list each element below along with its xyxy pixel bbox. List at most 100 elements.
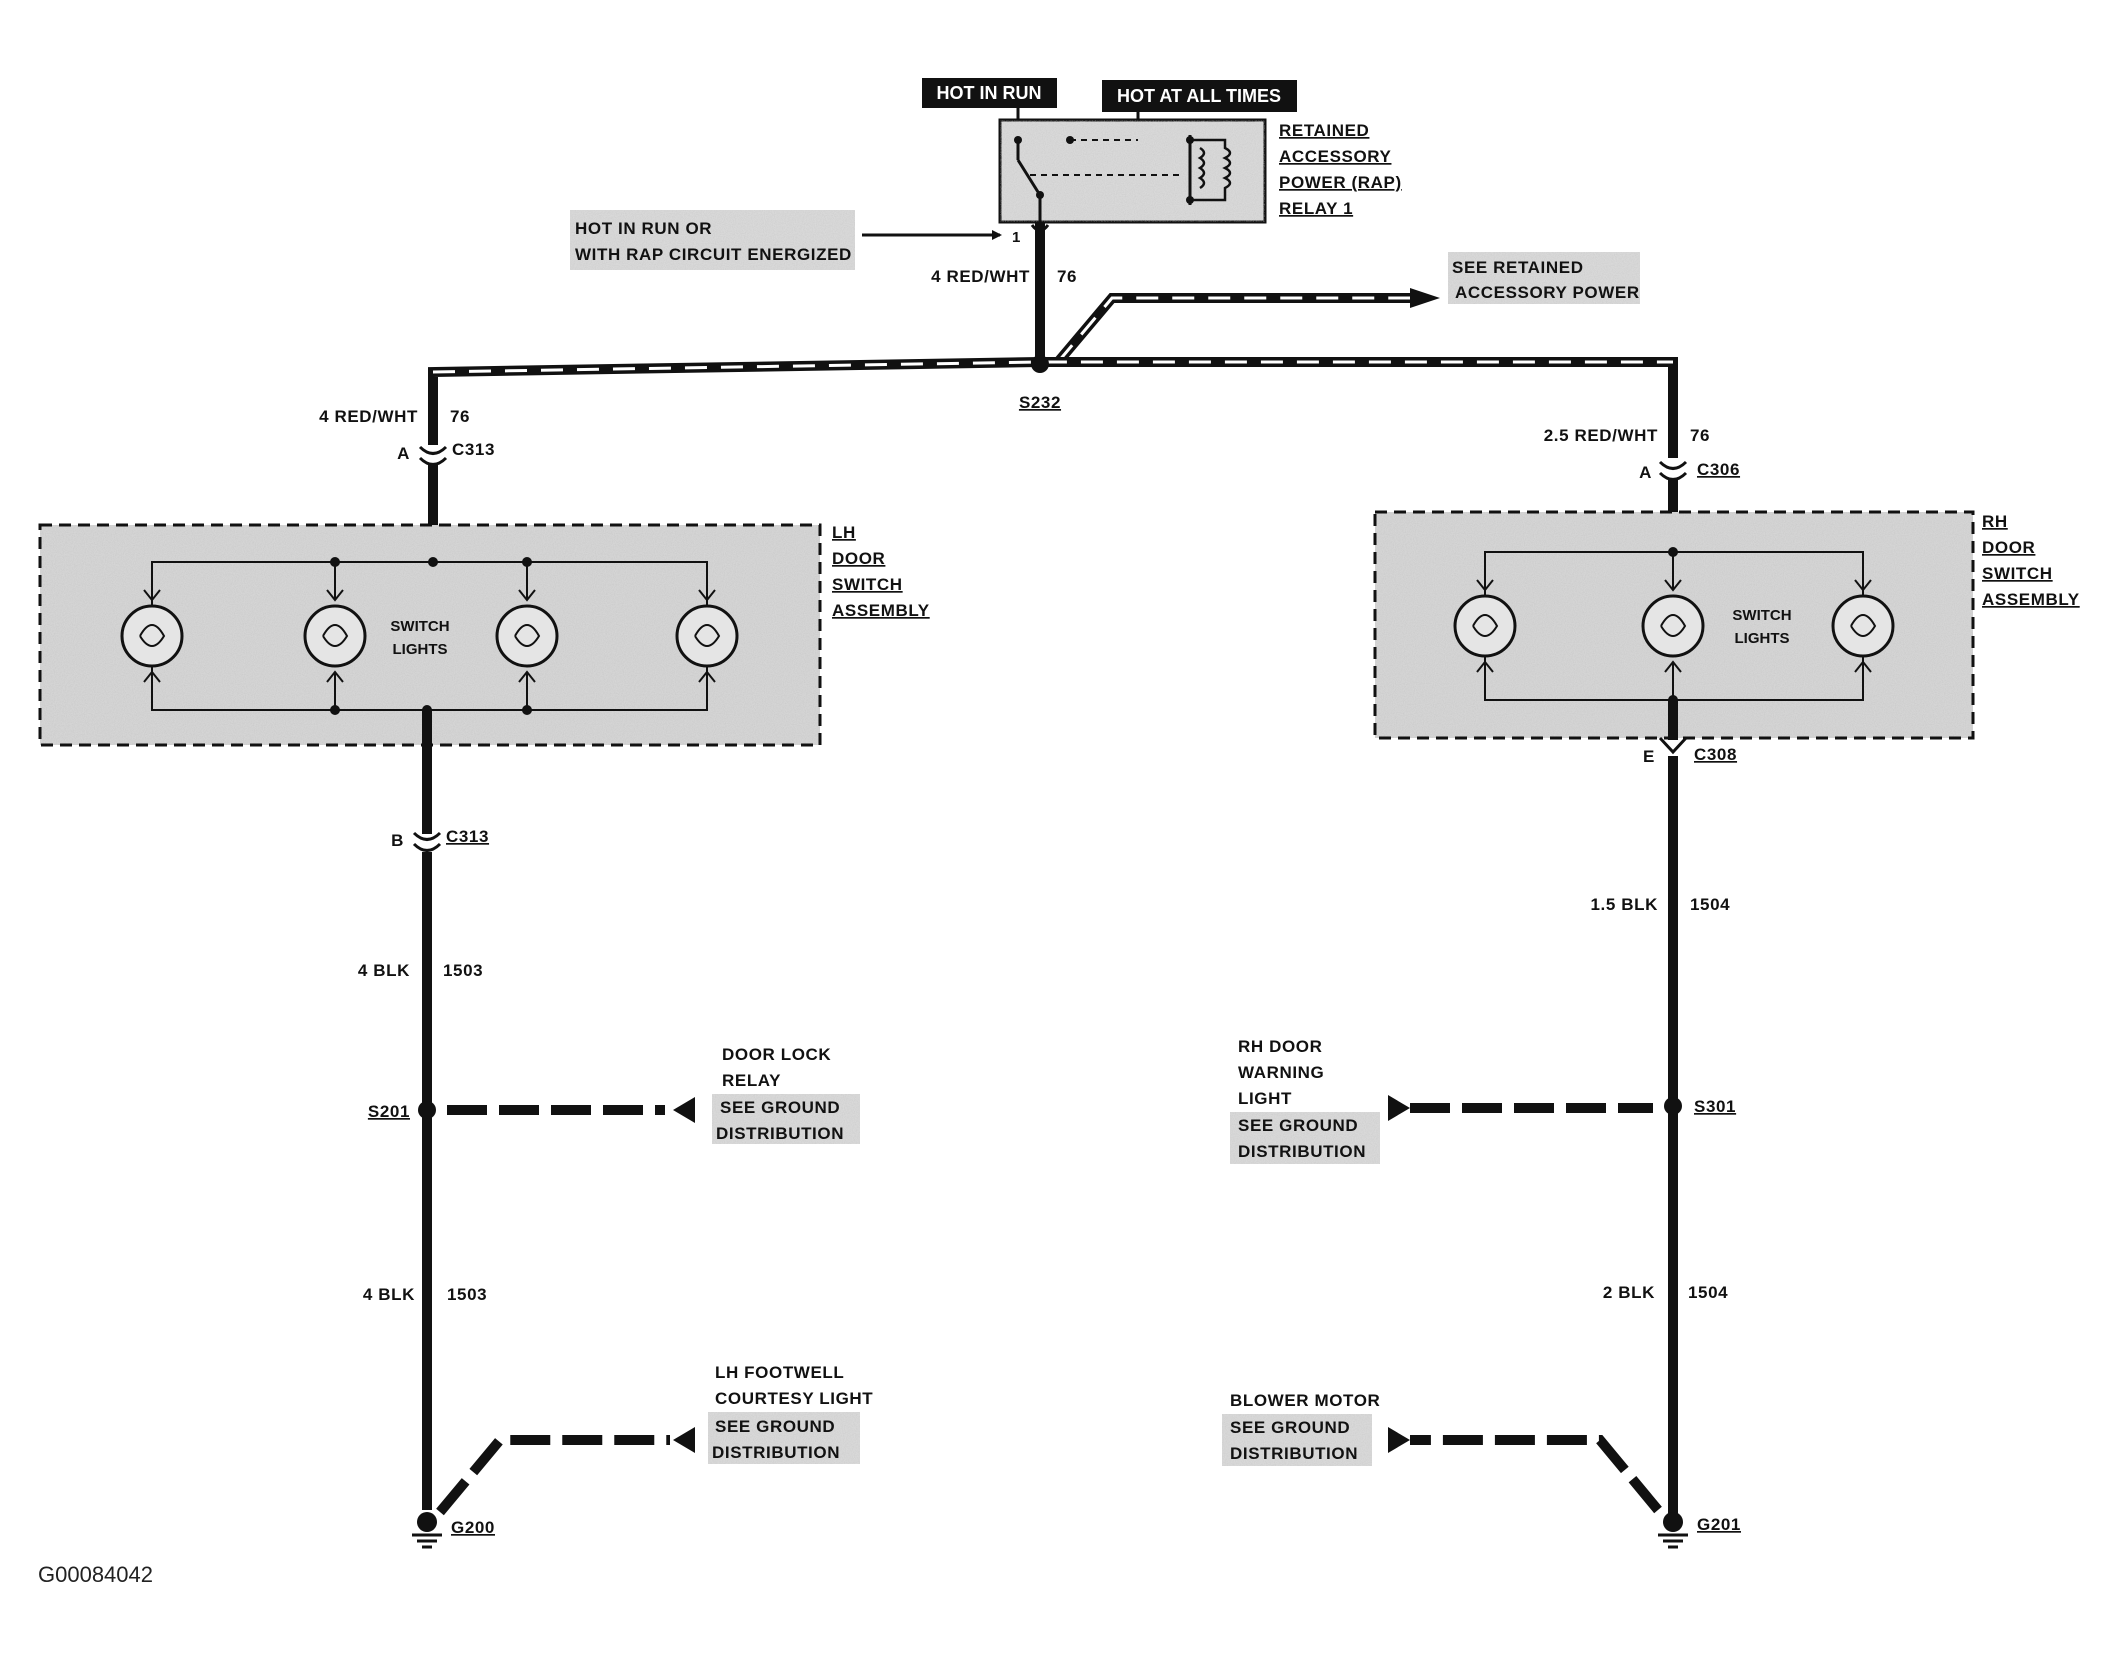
retained-arrow [1410, 288, 1440, 308]
rh-bottom-connector-id: C308 [1694, 745, 1737, 764]
lh-switch-light-1 [120, 604, 184, 668]
splice-s232 [1031, 355, 1049, 373]
splice-s301-label: S301 [1694, 1097, 1736, 1116]
svg-text:WARNING: WARNING [1238, 1063, 1324, 1082]
svg-text:HOT IN RUN OR: HOT IN RUN OR [575, 219, 712, 238]
hot-in-run-tag: HOT IN RUN [922, 78, 1057, 108]
rh-top-connector-pin: A [1639, 463, 1652, 482]
rh-ground-1-circuit: 1504 [1690, 895, 1730, 914]
ground-g201-icon [1658, 1512, 1688, 1549]
svg-text:POWER (RAP): POWER (RAP) [1279, 173, 1402, 192]
splice-s232-label: S232 [1019, 393, 1061, 412]
svg-text:HOT AT ALL TIMES: HOT AT ALL TIMES [1117, 86, 1281, 106]
svg-text:DOOR: DOOR [1982, 538, 2035, 557]
rh-switch-light-1 [1453, 594, 1517, 658]
svg-text:ASSEMBLY: ASSEMBLY [1982, 590, 2080, 609]
svg-text:BLOWER MOTOR: BLOWER MOTOR [1230, 1391, 1380, 1410]
lh-ground-1-circuit: 1503 [443, 961, 483, 980]
rh-door-switch-assembly: SWITCH LIGHTS [1373, 510, 1975, 740]
lh-top-connector [418, 445, 448, 466]
svg-text:RH DOOR: RH DOOR [1238, 1037, 1322, 1056]
svg-text:COURTESY LIGHT: COURTESY LIGHT [715, 1389, 873, 1408]
rh-g201-note: BLOWER MOTOR SEE GROUND DISTRIBUTION [1222, 1391, 1380, 1466]
svg-text:SEE GROUND: SEE GROUND [715, 1417, 835, 1436]
lh-s201-note: DOOR LOCK RELAY SEE GROUND DISTRIBUTION [712, 1045, 860, 1144]
rap-relay-label: RETAINED ACCESSORY POWER (RAP) RELAY 1 [1279, 121, 1402, 218]
ground-g200-label: G200 [451, 1518, 495, 1537]
ground-g201-label: G201 [1697, 1515, 1741, 1534]
rh-top-connector-id: C306 [1697, 460, 1740, 479]
rh-door-switch-assembly-label: RH DOOR SWITCH ASSEMBLY [1982, 512, 2080, 609]
svg-text:SWITCH: SWITCH [1732, 607, 1791, 624]
rh-bottom-connector-pin: E [1643, 747, 1655, 766]
rh-ground-2-circuit: 1504 [1688, 1283, 1728, 1302]
splice-s301 [1664, 1097, 1682, 1115]
svg-text:SEE GROUND: SEE GROUND [1230, 1418, 1350, 1437]
svg-text:RH: RH [1982, 512, 2008, 531]
rh-switch-light-2 [1641, 594, 1705, 658]
feed-wire-circuit: 76 [1057, 267, 1077, 286]
svg-text:LH: LH [832, 523, 856, 542]
splice-s201-label: S201 [368, 1102, 410, 1121]
ground-g200-icon [412, 1512, 442, 1549]
svg-text:SWITCH: SWITCH [390, 618, 449, 635]
lh-g200-note: LH FOOTWELL COURTESY LIGHT SEE GROUND DI… [708, 1363, 873, 1464]
svg-text:SEE GROUND: SEE GROUND [1238, 1116, 1358, 1135]
rh-top-connector [1658, 460, 1688, 481]
svg-text:LIGHTS: LIGHTS [1735, 630, 1790, 647]
retained-note: SEE RETAINED ACCESSORY POWER [1448, 252, 1640, 304]
rh-ground-2-size-color: 2 BLK [1603, 1283, 1655, 1302]
svg-text:DOOR: DOOR [832, 549, 885, 568]
feed-wire-size-color: 4 RED/WHT [931, 267, 1030, 286]
svg-text:DOOR LOCK: DOOR LOCK [722, 1045, 831, 1064]
lh-switch-light-2 [303, 604, 367, 668]
svg-text:LIGHTS: LIGHTS [393, 641, 448, 658]
lh-feed-size-color: 4 RED/WHT [319, 407, 418, 426]
svg-text:DISTRIBUTION: DISTRIBUTION [1230, 1444, 1358, 1463]
lh-door-switch-assembly: SWITCH LIGHTS [38, 523, 822, 747]
hot-at-all-times-tag: HOT AT ALL TIMES [1102, 80, 1297, 112]
rh-bottom-connector [1658, 736, 1688, 755]
lh-ground-1-size-color: 4 BLK [358, 961, 410, 980]
lh-door-switch-assembly-label: LH DOOR SWITCH ASSEMBLY [832, 523, 930, 620]
rap-relay [998, 118, 1267, 224]
lh-switch-light-4 [675, 604, 739, 668]
g200-branch-wire [436, 1435, 670, 1516]
svg-text:DISTRIBUTION: DISTRIBUTION [712, 1443, 840, 1462]
input-note: HOT IN RUN OR WITH RAP CIRCUIT ENERGIZED [570, 210, 855, 270]
svg-text:SWITCH: SWITCH [1982, 564, 2053, 583]
lh-bottom-connector-id: C313 [446, 827, 489, 846]
svg-text:ASSEMBLY: ASSEMBLY [832, 601, 930, 620]
lh-ground-2-circuit: 1503 [447, 1285, 487, 1304]
svg-text:SEE RETAINED: SEE RETAINED [1452, 258, 1584, 277]
svg-text:WITH RAP CIRCUIT ENERGIZED: WITH RAP CIRCUIT ENERGIZED [575, 245, 852, 264]
svg-text:SWITCH: SWITCH [832, 575, 903, 594]
svg-text:DISTRIBUTION: DISTRIBUTION [1238, 1142, 1366, 1161]
svg-text:DISTRIBUTION: DISTRIBUTION [716, 1124, 844, 1143]
splice-s201 [418, 1101, 436, 1119]
lh-top-connector-pin: A [397, 444, 410, 463]
figure-code: G00084042 [38, 1562, 153, 1587]
rh-feed-size-color: 2.5 RED/WHT [1544, 426, 1658, 445]
rh-feed-circuit: 76 [1690, 426, 1710, 445]
svg-text:RELAY: RELAY [722, 1071, 781, 1090]
rh-ground-1-size-color: 1.5 BLK [1591, 895, 1659, 914]
svg-text:LH FOOTWELL: LH FOOTWELL [715, 1363, 844, 1382]
svg-text:ACCESSORY: ACCESSORY [1279, 147, 1392, 166]
rh-switch-light-3 [1831, 594, 1895, 658]
lh-top-connector-id: C313 [452, 440, 495, 459]
svg-text:LIGHT: LIGHT [1238, 1089, 1292, 1108]
svg-text:RELAY 1: RELAY 1 [1279, 199, 1353, 218]
lh-ground-2-size-color: 4 BLK [363, 1285, 415, 1304]
svg-text:SEE GROUND: SEE GROUND [720, 1098, 840, 1117]
lh-bottom-connector-pin: B [391, 831, 404, 850]
rh-s301-note: RH DOOR WARNING LIGHT SEE GROUND DISTRIB… [1230, 1037, 1380, 1164]
relay-pin-label: 1 [1012, 229, 1020, 246]
lh-switch-light-3 [495, 604, 559, 668]
svg-text:RETAINED: RETAINED [1279, 121, 1369, 140]
g201-branch-wire [1410, 1435, 1662, 1514]
svg-text:HOT IN RUN: HOT IN RUN [937, 83, 1042, 103]
lh-feed-circuit: 76 [450, 407, 470, 426]
retained-branch-wire [1054, 293, 1410, 366]
